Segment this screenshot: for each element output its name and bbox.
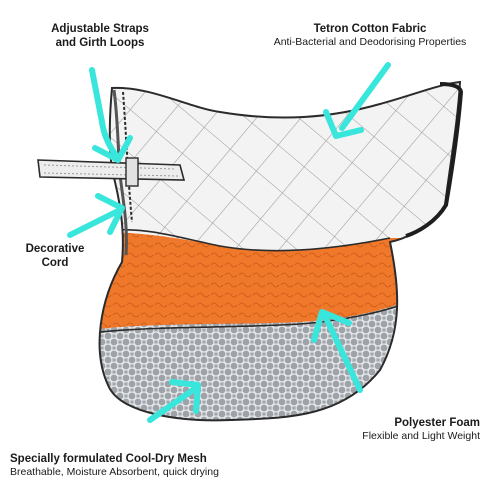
cord-label: Decorative Cord: [10, 242, 100, 271]
straps-label-line1: Adjustable Straps: [51, 23, 149, 35]
straps-label-line2: and Girth Loops: [55, 37, 145, 50]
fabric-label-sub: Anti-Bacterial and Deodorising Propertie…: [273, 36, 467, 49]
strap: [37, 157, 186, 187]
fabric-label: Tetron Cotton Fabric Anti-Bacterial and …: [260, 22, 480, 50]
cord-label-line2: Cord: [41, 257, 69, 270]
foam-label: Polyester Foam Flexible and Light Weight: [300, 416, 480, 444]
decorative-cord: [122, 91, 133, 223]
mesh-label: Specially formulated Cool-Dry Mesh Breat…: [10, 452, 270, 480]
mesh-arrow: [147, 379, 201, 423]
cord-label-line1: Decorative: [25, 243, 85, 255]
edge-binding: [405, 82, 464, 238]
mesh-label-title: Specially formulated Cool-Dry Mesh: [10, 453, 207, 465]
callout-arrows: [67, 62, 391, 423]
cord-arrow: [67, 193, 125, 238]
mesh-label-sub: Breathable, Moisture Absorbent, quick dr…: [10, 466, 219, 479]
foam-layer: [99, 232, 410, 349]
foam-label-title: Polyester Foam: [394, 417, 480, 429]
straps-label: Adjustable Straps and Girth Loops: [20, 22, 180, 51]
saddle-pad: [98, 80, 464, 422]
foam-label-sub: Flexible and Light Weight: [362, 430, 480, 443]
straps-arrow: [89, 67, 133, 163]
foam-arrow: [311, 309, 363, 393]
fabric-label-title: Tetron Cotton Fabric: [313, 23, 427, 35]
fabric-arrow: [323, 62, 391, 139]
